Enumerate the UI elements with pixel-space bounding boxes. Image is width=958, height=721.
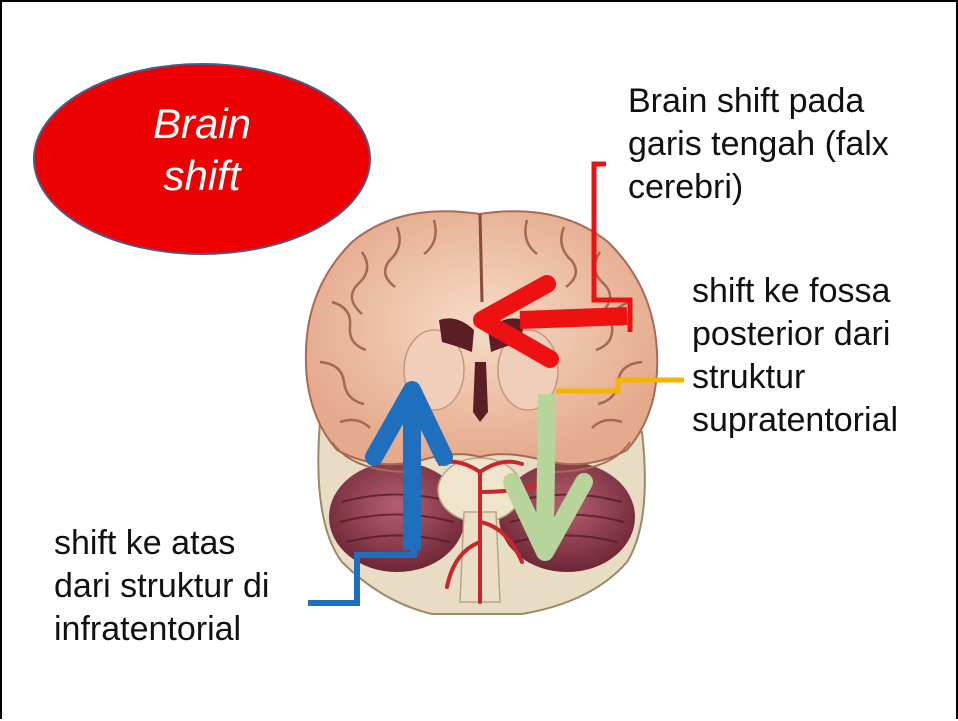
title-badge-text: Brain shift — [42, 98, 362, 202]
third-ventricle — [473, 362, 488, 422]
midline-shift-label: Brain shift pada garis tengah (falx cere… — [628, 80, 948, 209]
upward-shift-label: shift ke atas dari struktur di infratent… — [54, 522, 334, 651]
posterior-shift-label: shift ke fossa posterior dari struktur s… — [692, 270, 952, 442]
longitudinal-fissure — [480, 214, 482, 302]
